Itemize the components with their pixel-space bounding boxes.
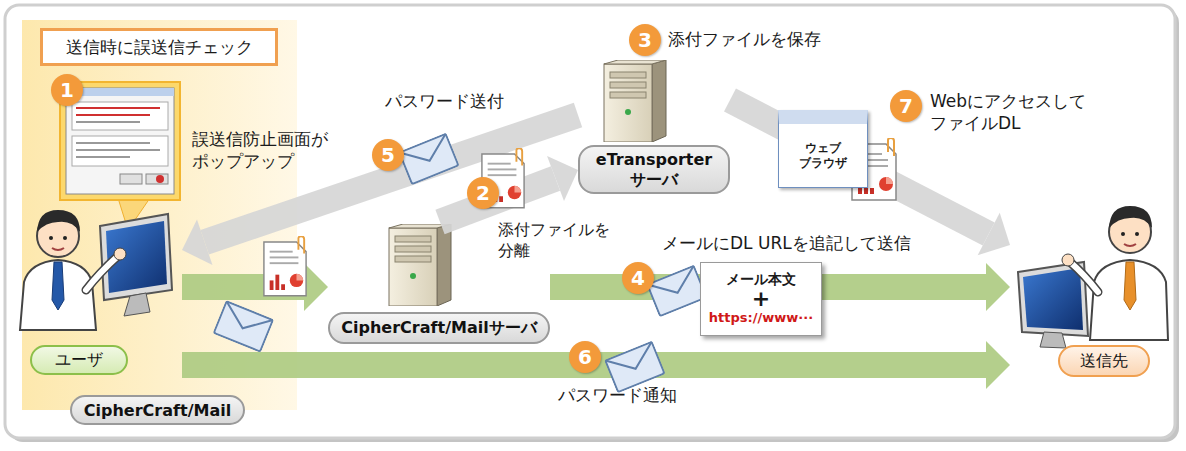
arrow-head: [547, 156, 578, 201]
annotation-label: 添付ファイルを保存: [668, 28, 821, 50]
box-title: 送信時に誤送信チェック: [66, 36, 253, 59]
callout-number: 7: [890, 90, 922, 122]
callout-number: 2: [467, 177, 499, 209]
arrow-head: [304, 263, 328, 311]
web-browser: ウェブ ブラウザ: [778, 110, 868, 188]
annotation-label: 添付ファイルを 分離: [498, 220, 623, 262]
node-label-text: eTransporter サーバ: [593, 150, 715, 188]
mail-server: CipherCraft/Mailサーバ: [328, 222, 550, 344]
node-label: CipherCraft/Mailサーバ: [328, 312, 550, 344]
recipient-node: 送信先: [1010, 195, 1170, 378]
arrow-head: [986, 341, 1010, 389]
check-box: 送信時に誤送信チェック: [40, 28, 278, 66]
callout-number: 4: [622, 262, 654, 294]
annotation-label: パスワード通知: [558, 384, 677, 406]
user-node: ユーザ: [30, 195, 182, 375]
node-label: eTransporter サーバ: [578, 145, 730, 194]
callout-number: 3: [629, 24, 661, 56]
browser-label: ウェブ ブラウザ: [792, 141, 854, 171]
node-label: 送信先: [1058, 345, 1150, 377]
annotation-label: パスワード送付: [385, 90, 504, 112]
doc-text: +: [752, 288, 770, 310]
flow-arrow: [182, 341, 1010, 389]
mail-body-doc: メール本文+https://www···: [700, 262, 822, 336]
annotation-label: 誤送信防止画面が ポップアップ: [192, 128, 342, 172]
doc-text: https://www···: [709, 310, 813, 327]
panel-label: CipherCraft/Mail: [70, 395, 245, 425]
node-label: ユーザ: [30, 345, 128, 375]
etransporter-server: eTransporter サーバ: [578, 62, 730, 194]
doc-text: メール本文: [726, 271, 796, 288]
annotation-label: Webにアクセスして ファイルDL: [930, 90, 1115, 134]
callout-number: 6: [569, 341, 601, 373]
arrow-head: [182, 220, 212, 265]
callout-number: 5: [372, 139, 404, 171]
callout-number: 1: [51, 74, 83, 106]
arrow-head: [986, 263, 1010, 311]
arrow-head: [978, 213, 1010, 256]
annotation-label: メールにDL URLを追記して送信: [662, 232, 911, 254]
